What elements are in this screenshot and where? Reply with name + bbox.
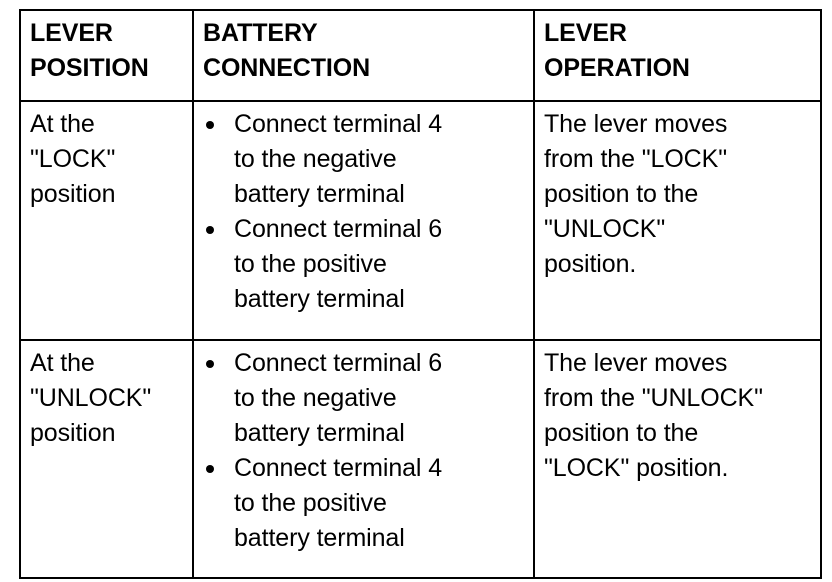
column-header-battery-connection: BATTERY CONNECTION bbox=[192, 9, 535, 102]
lever-operation-row2-line4: "LOCK" position. bbox=[544, 454, 729, 482]
lever-operation-row1-line2: from the "LOCK" bbox=[544, 145, 727, 173]
lever-position-row1-line2: "LOCK" bbox=[30, 145, 116, 173]
lever-operation-row1-line1: The lever moves bbox=[544, 110, 728, 138]
list-item: Connect terminal 6 to the negative batte… bbox=[203, 346, 525, 451]
bullet-row1-1-line1: Connect terminal 4 bbox=[234, 110, 443, 138]
lever-operation-row1-line3: position to the bbox=[544, 180, 699, 208]
bullet-row1-1-line3: battery terminal bbox=[234, 180, 405, 208]
column-header-lever-position-line2: POSITION bbox=[30, 54, 149, 82]
lever-operation-row2-line2: from the "UNLOCK" bbox=[544, 384, 763, 412]
column-header-lever-operation-line2: OPERATION bbox=[544, 54, 690, 82]
lever-operation-row2-line1: The lever moves bbox=[544, 349, 728, 377]
cell-battery-connection-row2: Connect terminal 6 to the negative batte… bbox=[192, 339, 535, 579]
column-header-lever-position: LEVER POSITION bbox=[19, 9, 194, 102]
bullet-row2-1-line2: to the negative bbox=[234, 384, 397, 412]
bullet-row1-2-line2: to the positive bbox=[234, 250, 387, 278]
lever-position-row1-line3: position bbox=[30, 180, 116, 208]
cell-lever-operation-row1: The lever moves from the "LOCK" position… bbox=[533, 100, 822, 341]
table-header-row: LEVER POSITION BATTERY CONNECTION LEVER … bbox=[19, 9, 822, 102]
column-header-battery-connection-line2: CONNECTION bbox=[203, 54, 371, 82]
bullet-icon bbox=[206, 121, 214, 129]
lever-operation-row2-line3: position to the bbox=[544, 419, 699, 447]
lever-operation-row1-line5: position. bbox=[544, 250, 637, 278]
list-item: Connect terminal 4 to the positive batte… bbox=[203, 451, 525, 556]
cell-battery-connection-row1: Connect terminal 4 to the negative batte… bbox=[192, 100, 535, 341]
lever-operation-row1-line4: "UNLOCK" bbox=[544, 215, 666, 243]
list-item: Connect terminal 4 to the negative batte… bbox=[203, 107, 525, 212]
column-header-battery-connection-line1: BATTERY bbox=[203, 19, 318, 47]
bullet-icon bbox=[206, 465, 214, 473]
battery-connection-row2-list: Connect terminal 6 to the negative batte… bbox=[203, 346, 525, 556]
table-row: At the "LOCK" position Connect terminal … bbox=[19, 100, 822, 341]
bullet-row2-1-line3: battery terminal bbox=[234, 419, 405, 447]
list-item: Connect terminal 6 to the positive batte… bbox=[203, 212, 525, 317]
column-header-lever-operation-line1: LEVER bbox=[544, 19, 627, 47]
bullet-row2-2-line1: Connect terminal 4 bbox=[234, 454, 443, 482]
cell-lever-operation-row2: The lever moves from the "UNLOCK" positi… bbox=[533, 339, 822, 579]
lever-position-row2-line2: "UNLOCK" bbox=[30, 384, 152, 412]
bullet-icon bbox=[206, 360, 214, 368]
bullet-row2-1-line1: Connect terminal 6 bbox=[234, 349, 443, 377]
lever-position-row2-line1: At the bbox=[30, 349, 95, 377]
table-row: At the "UNLOCK" position Connect termina… bbox=[19, 339, 822, 579]
bullet-row1-2-line3: battery terminal bbox=[234, 285, 405, 313]
bullet-icon bbox=[206, 226, 214, 234]
bullet-row2-2-line2: to the positive bbox=[234, 489, 387, 517]
column-header-lever-operation: LEVER OPERATION bbox=[533, 9, 822, 102]
lever-position-row1-line1: At the bbox=[30, 110, 95, 138]
lever-position-row2-line3: position bbox=[30, 419, 116, 447]
battery-connection-row1-list: Connect terminal 4 to the negative batte… bbox=[203, 107, 525, 317]
lever-operation-table: LEVER POSITION BATTERY CONNECTION LEVER … bbox=[19, 9, 822, 579]
cell-lever-position-row1: At the "LOCK" position bbox=[19, 100, 194, 341]
bullet-row2-2-line3: battery terminal bbox=[234, 524, 405, 552]
bullet-row1-1-line2: to the negative bbox=[234, 145, 397, 173]
bullet-row1-2-line1: Connect terminal 6 bbox=[234, 215, 443, 243]
cell-lever-position-row2: At the "UNLOCK" position bbox=[19, 339, 194, 579]
column-header-lever-position-line1: LEVER bbox=[30, 19, 113, 47]
